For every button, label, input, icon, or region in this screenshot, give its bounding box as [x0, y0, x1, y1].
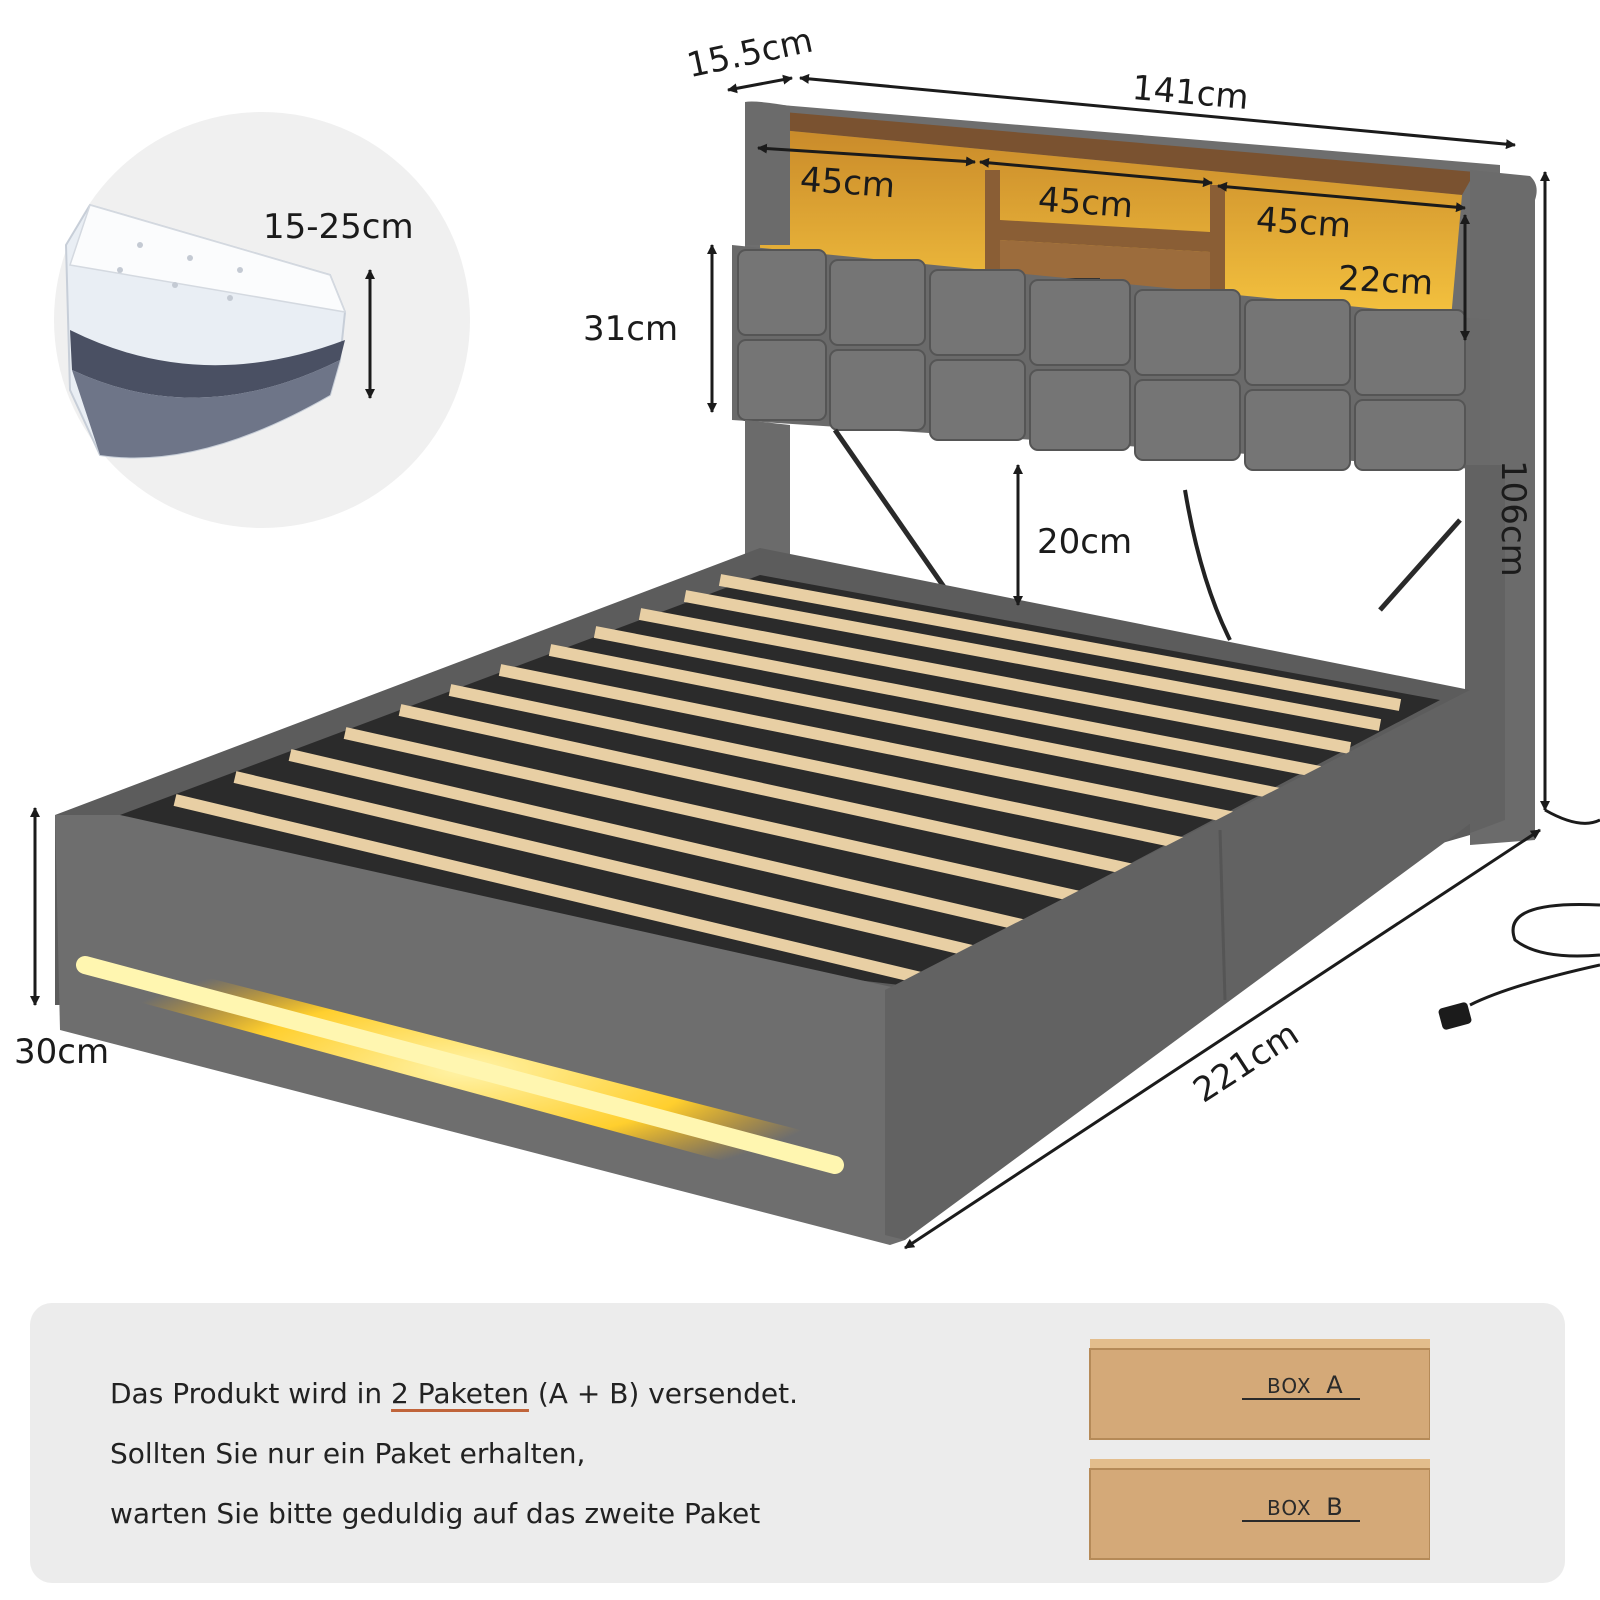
arrow-length — [904, 828, 1541, 1250]
box-a-letter: A — [1326, 1371, 1344, 1399]
box-a-text: BOX — [1267, 1374, 1312, 1398]
bed-frame — [55, 548, 1600, 1245]
box-b-label: BOX B — [1267, 1493, 1344, 1521]
arrow-headboard-width — [799, 73, 1516, 150]
arrow-shelf-right — [1217, 181, 1466, 213]
info-line-1-prefix: Das Produkt wird in — [110, 1377, 392, 1410]
label-shelf-left: 45cm — [798, 159, 897, 207]
label-shelf-right: 45cm — [1254, 199, 1353, 247]
label-mattress-thickness: 15-25cm — [263, 207, 414, 247]
info-line-1-highlight: 2 Paketen — [391, 1377, 529, 1410]
arrow-shelf-middle — [979, 157, 1213, 188]
mattress-inset — [54, 112, 470, 528]
label-gap: 20cm — [1037, 522, 1133, 562]
package-boxes — [1089, 1339, 1430, 1560]
arrow-shelf-left — [757, 143, 976, 167]
info-line-1: Das Produkt wird in 2 Paketen (A + B) ve… — [110, 1377, 798, 1410]
box-a-label: BOX A — [1267, 1371, 1344, 1399]
box-b-icon — [1089, 1459, 1430, 1560]
info-line-2: Sollten Sie nur ein Paket erhalten, — [110, 1437, 586, 1470]
label-headboard-width: 141cm — [1130, 67, 1251, 119]
dimension-arrows — [30, 73, 1550, 1250]
shipping-info-panel: Das Produkt wird in 2 Paketen (A + B) ve… — [30, 1303, 1565, 1583]
box-a-icon — [1089, 1339, 1430, 1440]
info-line-1-suffix: (A + B) versendet. — [528, 1377, 798, 1410]
arrow-headboard-depth — [727, 74, 793, 94]
label-cushion-height: 31cm — [583, 309, 679, 349]
label-total-height: 106cm — [1493, 460, 1533, 577]
box-b-text: BOX — [1267, 1496, 1312, 1520]
box-b-letter: B — [1326, 1493, 1344, 1521]
label-shelf-height: 22cm — [1337, 258, 1435, 304]
info-line-3: warten Sie bitte geduldig auf das zweite… — [110, 1497, 761, 1530]
label-frame-height: 30cm — [14, 1032, 110, 1072]
bed-illustration — [30, 73, 1600, 1250]
label-shelf-middle: 45cm — [1036, 179, 1135, 227]
